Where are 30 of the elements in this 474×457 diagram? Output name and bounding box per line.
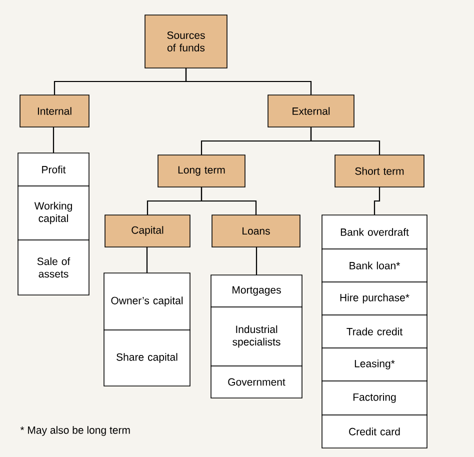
list-item-box: Owner’s capital <box>104 272 190 330</box>
connector-line <box>185 68 312 95</box>
footnote: * May also be long term <box>20 426 130 436</box>
list-item-box: Profit <box>18 152 90 186</box>
list-item-box: Share capital <box>104 330 190 386</box>
list-item-box: Hire purchase* <box>322 282 428 316</box>
list-item-box: Credit card <box>322 414 428 448</box>
connector-line <box>310 127 380 155</box>
category-box: Sources of funds <box>144 14 228 68</box>
connector-line <box>200 187 257 215</box>
connector-line <box>146 247 148 273</box>
list-item-box: Industrial specialists <box>210 306 302 366</box>
connector-line <box>256 247 258 275</box>
list-item-box: Bank loan* <box>322 248 428 282</box>
list-item-box: Bank overdraft <box>322 214 428 250</box>
category-box: Capital <box>104 214 190 248</box>
list-item-box: Mortgages <box>210 274 302 308</box>
category-box: External <box>268 94 354 128</box>
category-box: Internal <box>20 94 90 128</box>
list-item-box: Factoring <box>322 380 428 416</box>
category-box: Short term <box>334 154 424 188</box>
connector-line <box>374 187 380 215</box>
category-box: Loans <box>212 214 300 248</box>
list-item-box: Sale of assets <box>18 240 90 296</box>
category-box: Long term <box>158 154 246 188</box>
list-item-box: Working capital <box>18 186 90 240</box>
list-item-box: Government <box>210 366 302 398</box>
list-item-box: Trade credit <box>322 314 428 348</box>
list-item-box: Leasing* <box>322 348 428 382</box>
connector-line <box>52 127 54 153</box>
